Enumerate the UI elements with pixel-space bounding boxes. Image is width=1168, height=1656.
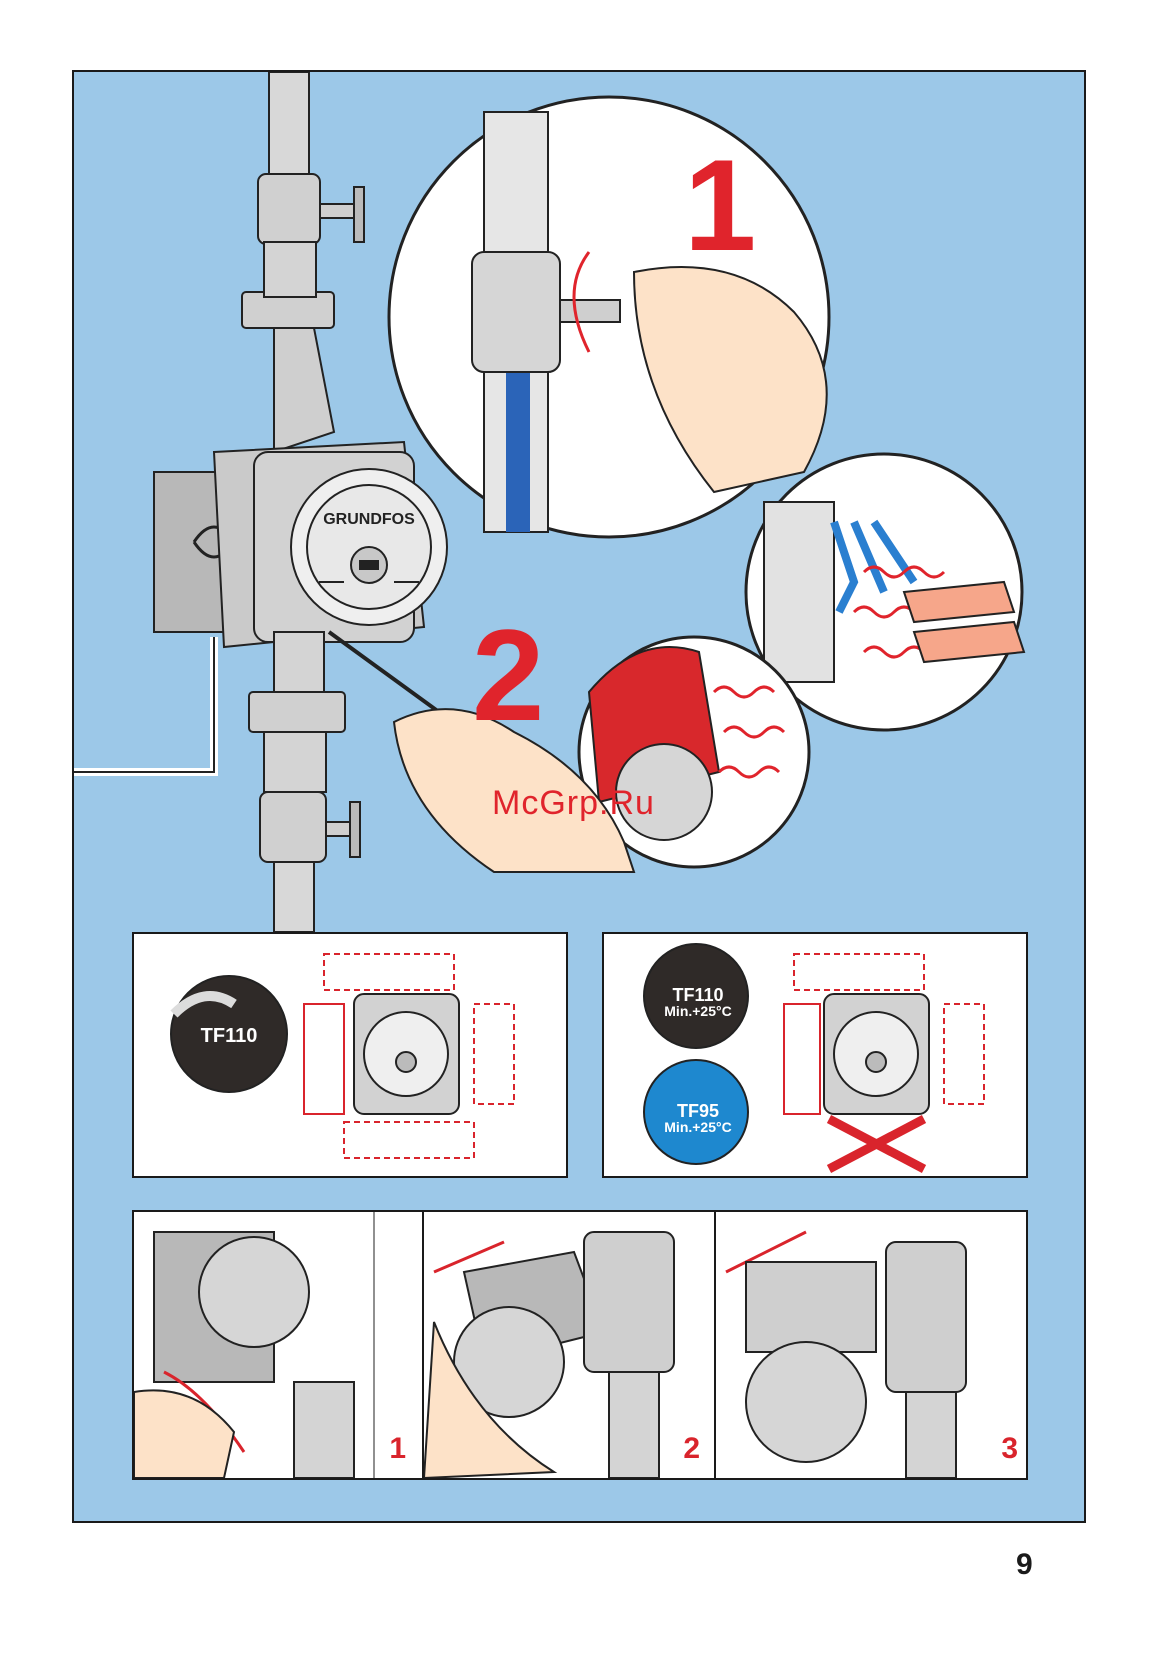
step-3-label: 3 — [1001, 1432, 1018, 1466]
badge-blue-min-temp: Min.+25°C — [652, 1120, 744, 1134]
step-cell-3: 3 — [714, 1212, 1028, 1478]
step-2-drawing — [424, 1212, 714, 1478]
step-3-drawing — [716, 1212, 1028, 1478]
step-1-big-label: 1 — [684, 132, 756, 278]
panel-tf110-positions: TF110 — [132, 932, 568, 1178]
badge-tf110-label: TF110 — [188, 1026, 270, 1046]
pump-brand-label: GRUNDFOS — [323, 511, 415, 528]
step-1-label: 1 — [389, 1432, 406, 1466]
badge-dark-min-temp: Min.+25°C — [652, 1004, 744, 1018]
step-2-label: 2 — [683, 1432, 700, 1466]
panel-left-drawing — [134, 934, 566, 1176]
panel-tf110-tf95-positions: TF110 Min.+25°C TF95 Min.+25°C — [602, 932, 1028, 1178]
page-number: 9 — [1016, 1548, 1033, 1582]
badge-dark-model: TF110 — [652, 986, 744, 1004]
badge-blue-model: TF95 — [652, 1102, 744, 1120]
step-2-big-label: 2 — [472, 602, 544, 748]
panel-rotation-steps: 1 2 3 — [132, 1210, 1028, 1480]
illustration-frame: GRUNDFOS — [72, 70, 1086, 1523]
panel-right-drawing — [604, 934, 1026, 1176]
step-cell-1: 1 — [134, 1212, 420, 1478]
pump-illustration: GRUNDFOS — [154, 442, 447, 647]
cross-mark-icon — [829, 1119, 924, 1169]
step-1-drawing — [134, 1212, 420, 1478]
watermark-text: McGrp.Ru — [492, 784, 655, 823]
detail-circle-valve — [389, 97, 829, 537]
step-cell-2: 2 — [422, 1212, 714, 1478]
